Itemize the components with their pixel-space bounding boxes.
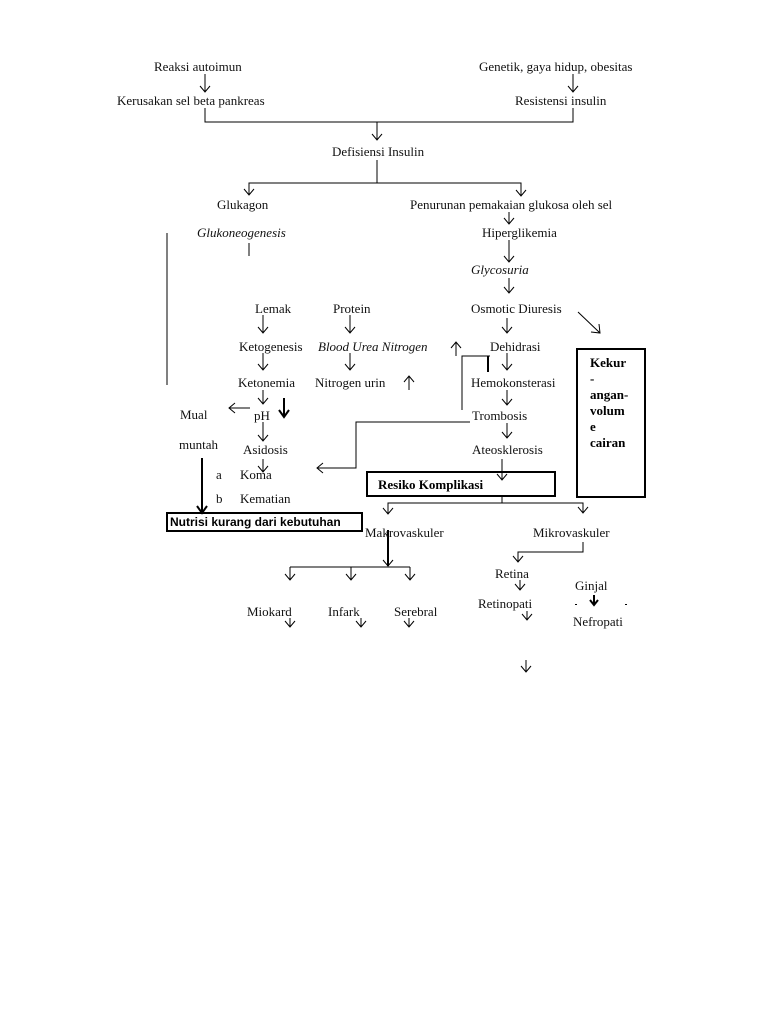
- connector-top-bracket: [204, 108, 574, 123]
- connector-dehidrasi-left: [461, 355, 490, 410]
- node-nefropati: Nefropati: [573, 614, 623, 629]
- arrow-infark-down: [355, 618, 367, 628]
- node-blood-urea-nitrogen: Blood Urea Nitrogen: [318, 339, 428, 354]
- node-ginjal: Ginjal: [575, 578, 608, 593]
- arrow-ph-mual: [228, 402, 250, 414]
- arrow-to-defisiensi: [371, 122, 383, 141]
- box-resiko-komplikasi: Resiko Komplikasi: [366, 471, 556, 497]
- node-ph: pH: [254, 408, 270, 423]
- arrow-ateosklerosis-resiko: [496, 459, 508, 481]
- arrow-protein-bun: [344, 315, 356, 334]
- arrow-miokard-down: [284, 618, 296, 628]
- node-nitrogen-urin: Nitrogen urin: [315, 375, 386, 390]
- arrow-bold-ginjal-nefropati: [589, 595, 599, 607]
- node-hemokonsterasi: Hemokonsterasi: [471, 375, 556, 390]
- node-genetik: Genetik, gaya hidup, obesitas: [479, 59, 633, 74]
- arrow-trombosis-ateosklerosis: [501, 423, 513, 439]
- node-ateosklerosis: Ateosklerosis: [472, 442, 543, 457]
- node-glycosuria: Glycosuria: [471, 262, 529, 277]
- arrow-genetik-resistensi: [567, 74, 579, 93]
- arrow-hemokonsterasi-trombosis: [501, 390, 513, 406]
- node-lemak: Lemak: [255, 301, 292, 316]
- dot-ginjal-right: [625, 604, 627, 605]
- node-glukoneogenesis: Glukoneogenesis: [197, 225, 286, 240]
- node-mikrovaskuler: Mikrovaskuler: [533, 525, 610, 540]
- node-osmotic-diuresis: Osmotic Diuresis: [471, 301, 562, 316]
- node-serebral: Serebral: [394, 604, 438, 619]
- node-hiperglikemia: Hiperglikemia: [482, 225, 557, 240]
- arrow-osmotic-dehidrasi: [501, 318, 513, 334]
- node-ketonemia: Ketonemia: [238, 375, 296, 390]
- node-muntah: muntah: [179, 437, 218, 452]
- box-kekurangan-line-3: angan-: [590, 387, 629, 402]
- arrow-to-serebral-branch: [404, 567, 416, 581]
- connector-trombosis-left: [316, 421, 470, 474]
- node-kematian: Kematian: [240, 491, 291, 506]
- box-kekurangan-line-6: cairan: [590, 435, 626, 450]
- node-retinopati: Retinopati: [478, 596, 533, 611]
- arrow-to-infark-branch: [345, 567, 357, 581]
- list-marker-a: a: [216, 467, 222, 482]
- node-reaksi-autoimun: Reaksi autoimun: [154, 59, 242, 74]
- node-ketogenesis: Ketogenesis: [239, 339, 303, 354]
- connector-defisiensi-split: [243, 160, 378, 196]
- node-kerusakan-sel-beta: Kerusakan sel beta pankreas: [117, 93, 265, 108]
- arrow-ketogenesis-ketonemia: [257, 353, 269, 371]
- arrow-ketonemia-ph: [257, 390, 269, 405]
- arrow-bold-ph-right: [278, 398, 290, 419]
- node-makrovaskuler: Makrovaskuler: [365, 525, 444, 540]
- arrow-penurunan-hiperglikemia: [503, 212, 515, 225]
- arrow-osmotic-kekurangan: [577, 311, 601, 334]
- arrow-dehidrasi-hemokonsterasi: [501, 353, 513, 371]
- node-glukagon: Glukagon: [217, 197, 269, 212]
- box-kekurangan-line-1: Kekur: [590, 355, 627, 370]
- connector-komplikasi-split: [382, 495, 503, 515]
- arrow-serebral-down: [403, 618, 415, 628]
- node-dehidrasi: Dehidrasi: [490, 339, 541, 354]
- node-penurunan-pemakaian: Penurunan pemakaian glukosa oleh sel: [410, 197, 613, 212]
- node-koma: Koma: [240, 467, 272, 482]
- node-retina: Retina: [495, 566, 529, 581]
- arrow-ph-asidosis: [257, 422, 269, 442]
- list-marker-b: b: [216, 491, 223, 506]
- arrow-retina-retinopati: [514, 580, 526, 591]
- box-kekurangan-volume-cairan: Kekur - angan- volum e cairan: [576, 348, 646, 498]
- node-mual: Mual: [180, 407, 208, 422]
- node-miokard: Miokard: [247, 604, 292, 619]
- box-kekurangan-line-4: volum: [590, 403, 625, 418]
- node-infark: Infark: [328, 604, 360, 619]
- arrow-bold-mual-nutrisi: [196, 458, 208, 515]
- node-trombosis: Trombosis: [472, 408, 528, 423]
- arrow-retinopati-down: [521, 611, 533, 621]
- arrow-lemak-ketogenesis: [257, 315, 269, 334]
- box-kekurangan-line-2: -: [590, 371, 595, 386]
- box-nutrisi-kurang: Nutrisi kurang dari kebutuhan: [166, 512, 363, 532]
- arrow-up-bun: [450, 341, 462, 356]
- arrow-glycosuria-osmotic: [503, 278, 515, 294]
- arrow-to-penurunan: [377, 182, 527, 197]
- node-protein: Protein: [333, 301, 371, 316]
- node-resistensi-insulin: Resistensi insulin: [515, 93, 607, 108]
- node-defisiensi-insulin: Defisiensi Insulin: [332, 144, 425, 159]
- node-asidosis: Asidosis: [243, 442, 288, 457]
- arrow-up-nitrogen: [403, 375, 415, 390]
- box-kekurangan-line-5: e: [590, 419, 596, 434]
- arrow-hiperglikemia-glycosuria: [503, 240, 515, 263]
- arrow-autoimun-kerusakan: [199, 74, 211, 93]
- arrow-bun-nitrogen: [344, 353, 356, 371]
- arrow-bottom-right: [520, 660, 532, 673]
- arrow-to-mikrovaskuler: [502, 502, 589, 514]
- connector-mikro-children: [512, 542, 584, 563]
- dot-ginjal-left: [575, 604, 577, 605]
- arrow-to-miokard-branch: [284, 567, 296, 581]
- arrow-asidosis-koma: [257, 459, 269, 473]
